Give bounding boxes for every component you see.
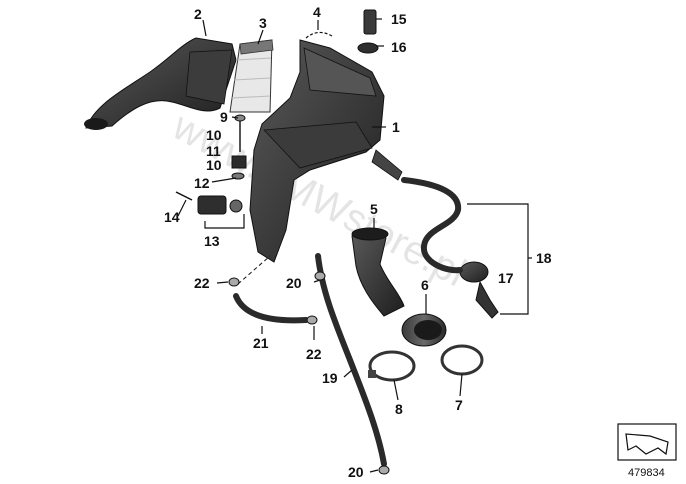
part-hose-clip-right [306,315,318,325]
part-air-box-housing [249,39,403,263]
callout-12: 12 [194,175,210,191]
callout-1: 1 [392,119,400,135]
callout-4: 4 [313,4,321,20]
callout-11: 11 [206,143,221,159]
callout-9: 9 [220,109,228,125]
callout-10-upper: 10 [206,127,222,143]
callout-14: 14 [164,209,180,225]
callout-21: 21 [253,335,269,351]
callout-22-right: 22 [306,346,322,362]
leader-lines [177,18,532,473]
assembly-line-left [237,255,271,285]
part-hose-clip-bottom [378,465,390,475]
orientation-icon [617,423,677,461]
callout-15: 15 [391,11,407,27]
callout-8: 8 [395,401,403,417]
part-hose-clip-left [228,277,240,287]
part-coupling [401,313,447,347]
part-valve [459,261,499,319]
callout-10-lower: 10 [206,157,222,173]
callout-3: 3 [259,15,267,31]
part-intake-duct [84,37,237,130]
part-breather-cap [357,9,379,54]
callout-20-lower: 20 [348,464,364,480]
callout-5: 5 [370,201,378,217]
callout-2: 2 [194,6,202,22]
callout-7: 7 [455,397,463,413]
part-drain-hose [315,253,387,467]
callout-19: 19 [322,370,338,386]
callout-13: 13 [204,233,220,249]
document-id: 479834 [628,467,665,479]
part-hose-clip-top [314,271,326,281]
callout-16: 16 [391,39,407,55]
part-breather-hose [401,177,463,274]
part-filter-element [229,39,274,113]
callout-18: 18 [536,250,552,266]
part-hose-clamps [368,344,484,382]
part-small-fasteners [175,114,247,215]
callout-20-upper: 20 [286,275,302,291]
part-hose-lower [233,293,309,324]
callout-17: 17 [498,270,514,286]
part-clip [305,31,333,39]
callout-22-left: 22 [194,275,210,291]
part-intake-bellow [351,227,405,317]
callout-6: 6 [421,277,429,293]
